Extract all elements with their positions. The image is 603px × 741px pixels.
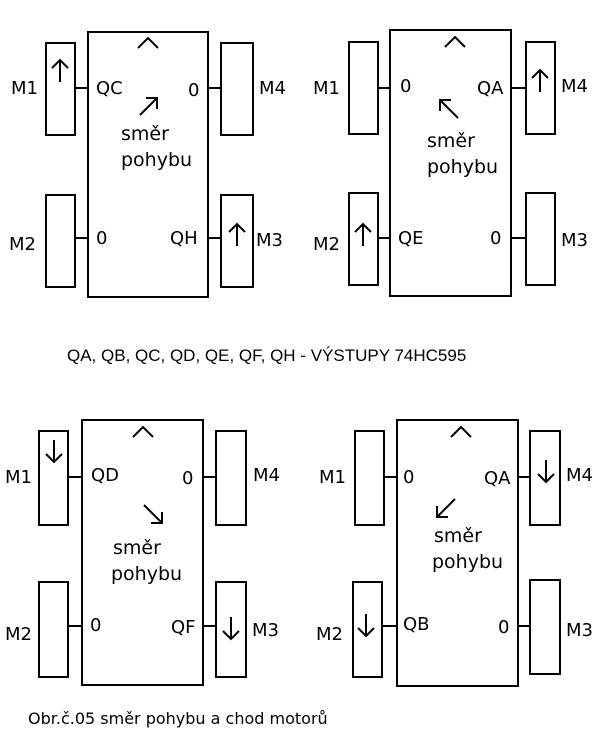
motor-label: M2 [316, 624, 343, 645]
signal-label: 0 [400, 76, 411, 97]
outputs-caption: QA, QB, QC, QD, QE, QF, QH - VÝSTUPY 74H… [67, 346, 466, 365]
signal-label: 0 [403, 467, 414, 488]
chassis-body [396, 419, 519, 687]
motor-label: M2 [5, 624, 32, 645]
motor-m2: M2 0 [5, 581, 101, 678]
motor-label: M1 [5, 467, 32, 488]
motor-label: M3 [561, 230, 588, 251]
front-caret-icon [450, 425, 472, 438]
direction-text-line1: směr [427, 130, 475, 152]
direction-arrow-down-left-icon [436, 498, 456, 518]
motor-m1: M1 QD [5, 430, 119, 526]
motor-box [220, 194, 254, 288]
arrow-up-icon [531, 68, 549, 92]
motor-label: M4 [566, 465, 593, 486]
arrow-up-icon [51, 58, 69, 82]
direction-text-line2: pohybu [121, 149, 192, 171]
motor-label: M3 [566, 620, 593, 641]
motor-box [38, 581, 69, 678]
arrow-up-icon [354, 222, 372, 246]
motor-label: M3 [256, 230, 283, 251]
direction-text-line2: pohybu [111, 563, 182, 585]
motor-box [354, 430, 385, 526]
signal-label: QB [403, 614, 430, 635]
motor-label: M3 [252, 620, 279, 641]
direction-text-line1: směr [113, 537, 161, 559]
arrow-down-icon [357, 614, 375, 638]
signal-label: QH [170, 228, 198, 249]
motor-m3: M3 0 [498, 579, 593, 675]
front-caret-icon [137, 36, 159, 49]
direction-text-line2: pohybu [432, 551, 503, 573]
signal-label: 0 [490, 228, 501, 249]
motor-label: M1 [11, 78, 38, 99]
motor-box [45, 42, 76, 136]
panel-forward-left: směr pohybu M1 0 M2 QE [313, 29, 588, 297]
motor-m4: M4 0 [182, 430, 280, 526]
direction-arrow-down-right-icon [143, 504, 163, 524]
motor-box [525, 192, 556, 286]
direction-arrow-up-left-icon [439, 99, 459, 119]
direction-text-line1: směr [121, 123, 169, 145]
signal-label: QA [477, 78, 504, 99]
motor-m4: M4 QA [477, 41, 588, 135]
arrow-down-icon [222, 617, 240, 641]
motor-box [529, 579, 561, 675]
signal-label: 0 [96, 228, 107, 249]
motor-box [215, 430, 247, 526]
arrow-down-icon [537, 460, 555, 484]
motor-label: M2 [9, 234, 36, 255]
chassis-body [87, 31, 209, 298]
motor-label: M4 [259, 78, 286, 99]
motor-label: M4 [253, 465, 280, 486]
signal-label: QD [91, 465, 119, 486]
signal-label: QA [484, 468, 511, 489]
signal-label: QC [96, 78, 123, 99]
front-caret-icon [132, 425, 154, 438]
motor-m2: M2 QE [313, 192, 424, 286]
signal-label: QE [398, 228, 424, 249]
motor-box [348, 41, 379, 135]
panel-backward-right: směr pohybu M1 QD M2 0 M4 0 [5, 419, 280, 686]
signal-label: 0 [182, 468, 193, 489]
panel-backward-left: směr pohybu M1 0 M2 QB [316, 419, 593, 687]
direction-text-line2: pohybu [427, 156, 498, 178]
motor-box [352, 581, 383, 678]
arrow-down-icon [45, 440, 63, 464]
figure-caption: Obr.č.05 směr pohybu a chod motorů [28, 709, 328, 728]
motor-m3: M3 QH [170, 194, 283, 288]
panel-forward-right: směr pohybu M1 QC M2 0 M4 0 [9, 31, 286, 298]
motor-m3: M3 0 [490, 192, 588, 286]
front-caret-icon [444, 35, 466, 48]
motor-label: M1 [313, 78, 340, 99]
motor-m4: M4 QA [484, 430, 593, 526]
signal-label: 0 [188, 80, 199, 101]
chassis-body [81, 419, 204, 686]
motor-m2: M2 0 [9, 194, 107, 288]
signal-label: 0 [90, 615, 101, 636]
motor-m4: M4 0 [188, 42, 286, 136]
motor-m3: M3 QF [171, 581, 279, 678]
motor-m1: M1 0 [319, 430, 414, 526]
motor-label: M4 [561, 76, 588, 97]
arrow-up-icon [228, 222, 246, 246]
motor-box [45, 194, 76, 288]
signal-label: 0 [498, 617, 509, 638]
chassis-body [389, 29, 512, 297]
motor-box [220, 42, 254, 136]
motor-m2: M2 QB [316, 581, 430, 678]
direction-arrow-up-right-icon [139, 97, 158, 116]
signal-label: QF [171, 617, 196, 638]
direction-text-line1: směr [434, 525, 482, 547]
motor-label: M2 [313, 234, 340, 255]
motor-box [215, 581, 247, 678]
motor-label: M1 [319, 467, 346, 488]
motor-m1: M1 0 [313, 41, 411, 135]
motor-m1: M1 QC [11, 42, 123, 136]
